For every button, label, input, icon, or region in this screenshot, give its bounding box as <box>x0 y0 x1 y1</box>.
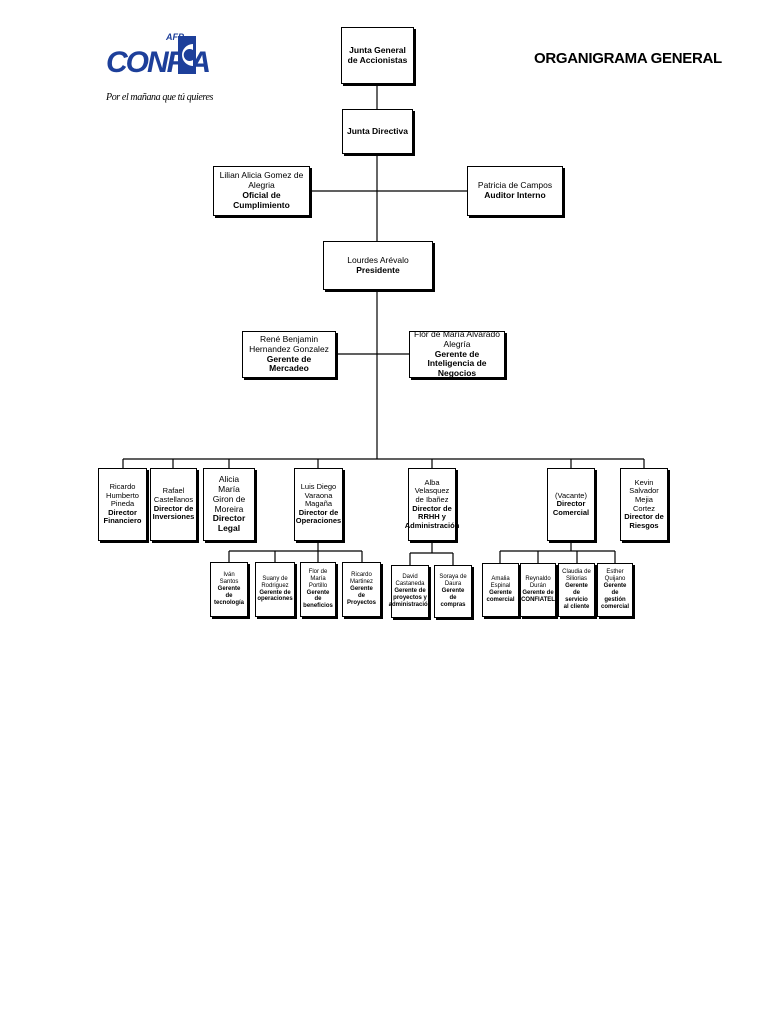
node-name: Reynaldo Durán <box>525 576 551 590</box>
node-role: Junta Directiva <box>347 125 408 136</box>
node-gerente-mercadeo: René Benjamin Hernandez Gonzalez Gerente… <box>242 331 336 378</box>
page-title: ORGANIGRAMA GENERAL <box>534 50 722 67</box>
node-gerente-beneficios: Flor de María Portillo Gerente de benefi… <box>300 562 336 617</box>
node-name: Lourdes Arévalo <box>347 254 409 265</box>
node-name: Luis Diego Varaona Magaña <box>300 481 337 509</box>
node-name: David Castaneda <box>395 574 425 588</box>
node-presidente: Lourdes Arévalo Presidente <box>323 241 433 290</box>
node-gerente-gestion: Esther Quijano Gerente de gestión comerc… <box>597 563 633 617</box>
node-role: Director Financiero <box>103 507 142 526</box>
node-gerente-tecnologia: Iván Santos Gerente de tecnología <box>210 562 248 617</box>
logo-mark-icon <box>178 36 196 74</box>
node-name: Kevin Salvador Mejia Cortez <box>629 477 659 513</box>
node-director-comercial: (Vacante) Director Comercial <box>547 468 595 541</box>
node-role: Gerente de tecnología <box>214 586 245 606</box>
node-gerente-confiatel: Reynaldo Durán Gerente de CONFIATEL <box>520 563 556 617</box>
node-junta-general: Junta General de Accionistas <box>341 27 414 84</box>
node-role: Oficial de Cumplimiento <box>233 190 290 210</box>
node-name: Flor de María Alvarado Alegría <box>414 329 500 349</box>
node-name: Rafael Castellanos <box>153 486 194 504</box>
node-gerente-compras: Soraya de Daura Gerente de compras <box>434 565 472 618</box>
node-role: Gerente de Proyectos <box>346 586 376 606</box>
node-name: Ricardo Humberto Pineda <box>106 481 139 509</box>
node-role: Gerente de operaciones <box>257 589 293 603</box>
node-name: Ricardo Martinez <box>349 572 373 586</box>
node-name: Amalia Espinal <box>490 576 511 590</box>
node-junta-directiva: Junta Directiva <box>342 109 413 154</box>
node-gerente-proyectos-admin: David Castaneda Gerente de proyectos y a… <box>388 565 432 618</box>
node-name: Esther Quijano <box>604 569 626 583</box>
node-role: Gerente de Inteligencia de Negocios <box>427 348 487 379</box>
node-role: Presidente <box>356 264 400 275</box>
node-name: Lilian Alicia Gomez de Alegria <box>219 170 304 191</box>
node-role: Director de RRHH y Administración <box>404 503 460 530</box>
node-role: Junta General de Accionistas <box>347 44 408 65</box>
node-name: Flor de María Portillo <box>308 568 328 589</box>
node-director-financiero: Ricardo Humberto Pineda Director Financi… <box>98 468 147 541</box>
node-gerente-operaciones: Suany de Rodriguez Gerente de operacione… <box>255 562 295 617</box>
node-role: Gerente de proyectos y administración <box>388 588 432 608</box>
node-director-riesgos: Kevin Salvador Mejia Cortez Director de … <box>620 468 668 541</box>
node-role: Director de Riesgos <box>624 512 664 530</box>
node-role: Director de Operaciones <box>295 507 342 526</box>
node-role: Auditor Interno <box>484 190 546 200</box>
node-auditor-interno: Patricia de Campos Auditor Interno <box>467 166 563 216</box>
node-name: Iván Santos <box>219 572 239 586</box>
node-name: Soraya de Daura <box>439 574 467 588</box>
node-name: Alicia María Giron de Moreira <box>212 474 246 514</box>
confia-logo: AFP CONFIA Por el mañana que tú quieres <box>106 32 213 108</box>
node-gerente-inteligencia: Flor de María Alvarado Alegría Gerente d… <box>409 329 505 379</box>
node-role: Director Legal <box>212 513 246 534</box>
node-gerente-comercial: Amalia Espinal Gerente comercial <box>482 563 519 617</box>
node-role: Gerente de Mercadeo <box>266 353 312 374</box>
node-role: Gerente de servicio al cliente <box>563 583 590 610</box>
node-role: Gerente de CONFIATEL <box>521 590 555 603</box>
node-name: Patricia de Campos <box>477 180 553 191</box>
node-name: Claudia de Siliorias <box>562 569 591 583</box>
node-director-rrhh: Alba Velasquez de Ibañez Director de RRH… <box>405 468 459 541</box>
node-role: Director de Inversiones <box>152 503 195 522</box>
node-name: Suany de Rodriguez <box>261 575 289 589</box>
node-oficial-cumplimiento: Lilian Alicia Gomez de Alegria Oficial d… <box>213 166 310 216</box>
node-role: Gerente de beneficios <box>303 589 333 610</box>
node-name: Alba Velasquez de Ibañez <box>414 477 450 504</box>
node-gerente-proyectos: Ricardo Martinez Gerente de Proyectos <box>342 562 381 617</box>
node-role: Gerente de gestión comercial <box>601 583 630 610</box>
node-director-operaciones: Luis Diego Varaona Magaña Director de Op… <box>294 468 343 541</box>
node-role: Gerente comercial <box>486 590 515 603</box>
node-gerente-servicio: Claudia de Siliorias Gerente de servicio… <box>558 563 595 617</box>
node-name: René Benjamin Hernandez Gonzalez <box>249 333 329 354</box>
node-director-inversiones: Rafael Castellanos Director de Inversion… <box>150 468 197 541</box>
node-role: Gerente de compras <box>440 588 466 608</box>
node-director-legal: Alicia María Giron de Moreira Director L… <box>203 468 255 541</box>
logo-slogan: Por el mañana que tú quieres <box>106 92 214 103</box>
node-role: Director Comercial <box>552 499 590 517</box>
node-name: (Vacante) <box>555 490 587 500</box>
logo-afp-text: AFP <box>166 32 184 42</box>
